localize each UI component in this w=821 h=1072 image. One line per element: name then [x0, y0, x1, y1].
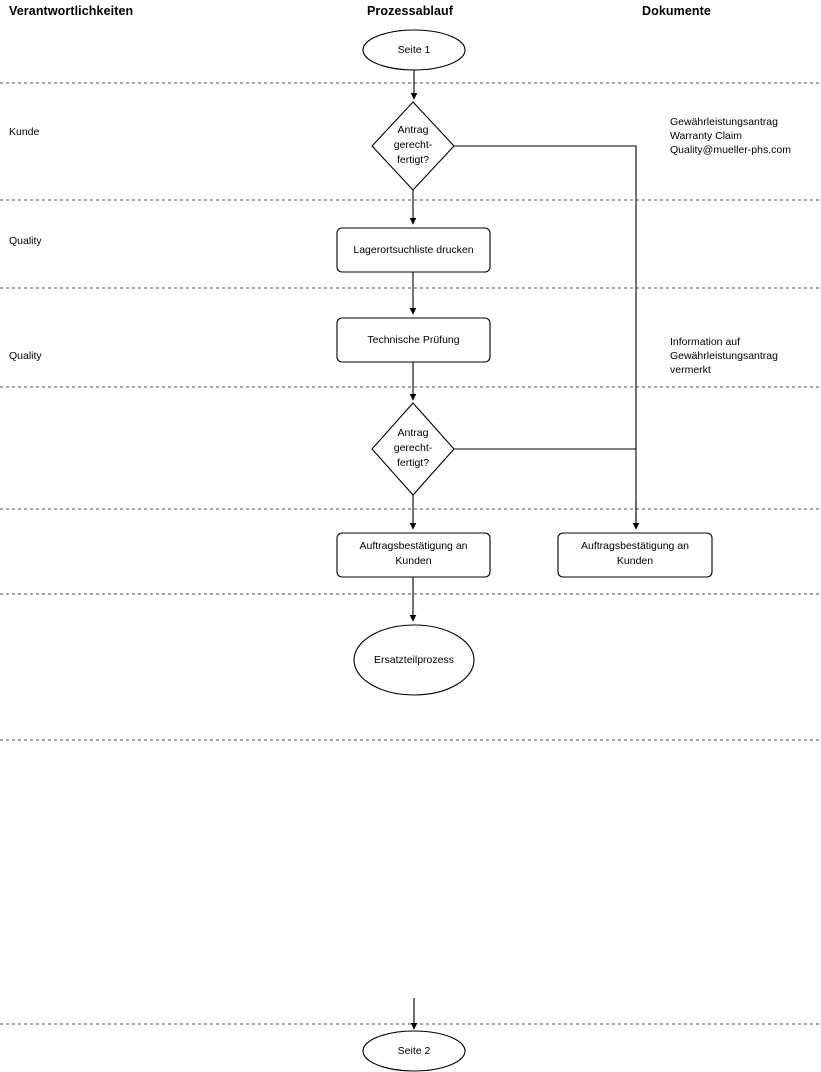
- connectors: [409, 70, 640, 1030]
- node-order-confirmation-right[interactable]: Auftragsbestätigung an Kunden: [557, 532, 713, 578]
- start-ellipse[interactable]: [362, 29, 466, 71]
- decision1-diamond[interactable]: [371, 101, 455, 191]
- lane-label-quality-1: Quality: [9, 235, 42, 247]
- order-confirmation-right-box[interactable]: [557, 532, 713, 578]
- decision1-label-line1: Antrag: [398, 124, 429, 136]
- technical-check-label: Technische Prüfung: [367, 334, 459, 346]
- decision2-label-line2: gerecht-: [394, 442, 433, 454]
- node-technical-check[interactable]: Technische Prüfung: [336, 317, 491, 363]
- document-note-information: Information auf Gewährleistungsantrag ve…: [670, 336, 778, 376]
- column-header-responsibilities: Verantwortlichkeiten: [9, 4, 134, 18]
- connector-decision1-branch-to-right: [454, 145, 637, 529]
- lane-dividers: [0, 82, 821, 1025]
- lane-label-kunde: Kunde: [9, 126, 40, 138]
- column-header-documents: Dokumente: [642, 4, 711, 18]
- document-note-warranty-claim: Gewährleistungsantrag Warranty Claim Qua…: [670, 116, 791, 156]
- node-spare-part-process[interactable]: Ersatzteilprozess: [353, 624, 475, 696]
- decision2-label-line1: Antrag: [398, 427, 429, 439]
- end-label: Seite 2: [398, 1045, 431, 1057]
- spare-part-process-ellipse[interactable]: [353, 624, 475, 696]
- order-confirmation-right-line1: Auftragsbestätigung an: [581, 540, 689, 552]
- node-decision-2[interactable]: Antrag gerecht- fertigt?: [371, 402, 455, 496]
- order-confirmation-left-box[interactable]: [336, 532, 491, 578]
- start-label: Seite 1: [398, 44, 431, 56]
- node-end[interactable]: Seite 2: [362, 1030, 466, 1072]
- end-ellipse[interactable]: [362, 1030, 466, 1072]
- print-list-label: Lagerortsuchliste drucken: [353, 244, 473, 256]
- decision2-label-line3: fertigt?: [397, 457, 429, 469]
- order-confirmation-left-line2: Kunden: [395, 555, 431, 567]
- lane-label-quality-2: Quality: [9, 350, 42, 362]
- node-decision-1[interactable]: Antrag gerecht- fertigt?: [371, 101, 455, 191]
- decision2-diamond[interactable]: [371, 402, 455, 496]
- node-start[interactable]: Seite 1: [362, 29, 466, 71]
- node-print-storage-list[interactable]: Lagerortsuchliste drucken: [336, 227, 491, 273]
- decision1-label-line3: fertigt?: [397, 154, 429, 166]
- technical-check-box[interactable]: [336, 317, 491, 363]
- print-list-box[interactable]: [336, 227, 491, 273]
- node-order-confirmation-left[interactable]: Auftragsbestätigung an Kunden: [336, 532, 491, 578]
- order-confirmation-left-line1: Auftragsbestätigung an: [360, 540, 468, 552]
- order-confirmation-right-line2: Kunden: [617, 555, 653, 567]
- decision1-label-line2: gerecht-: [394, 139, 433, 151]
- spare-part-process-label: Ersatzteilprozess: [374, 654, 454, 666]
- column-header-process-flow: Prozessablauf: [367, 4, 454, 18]
